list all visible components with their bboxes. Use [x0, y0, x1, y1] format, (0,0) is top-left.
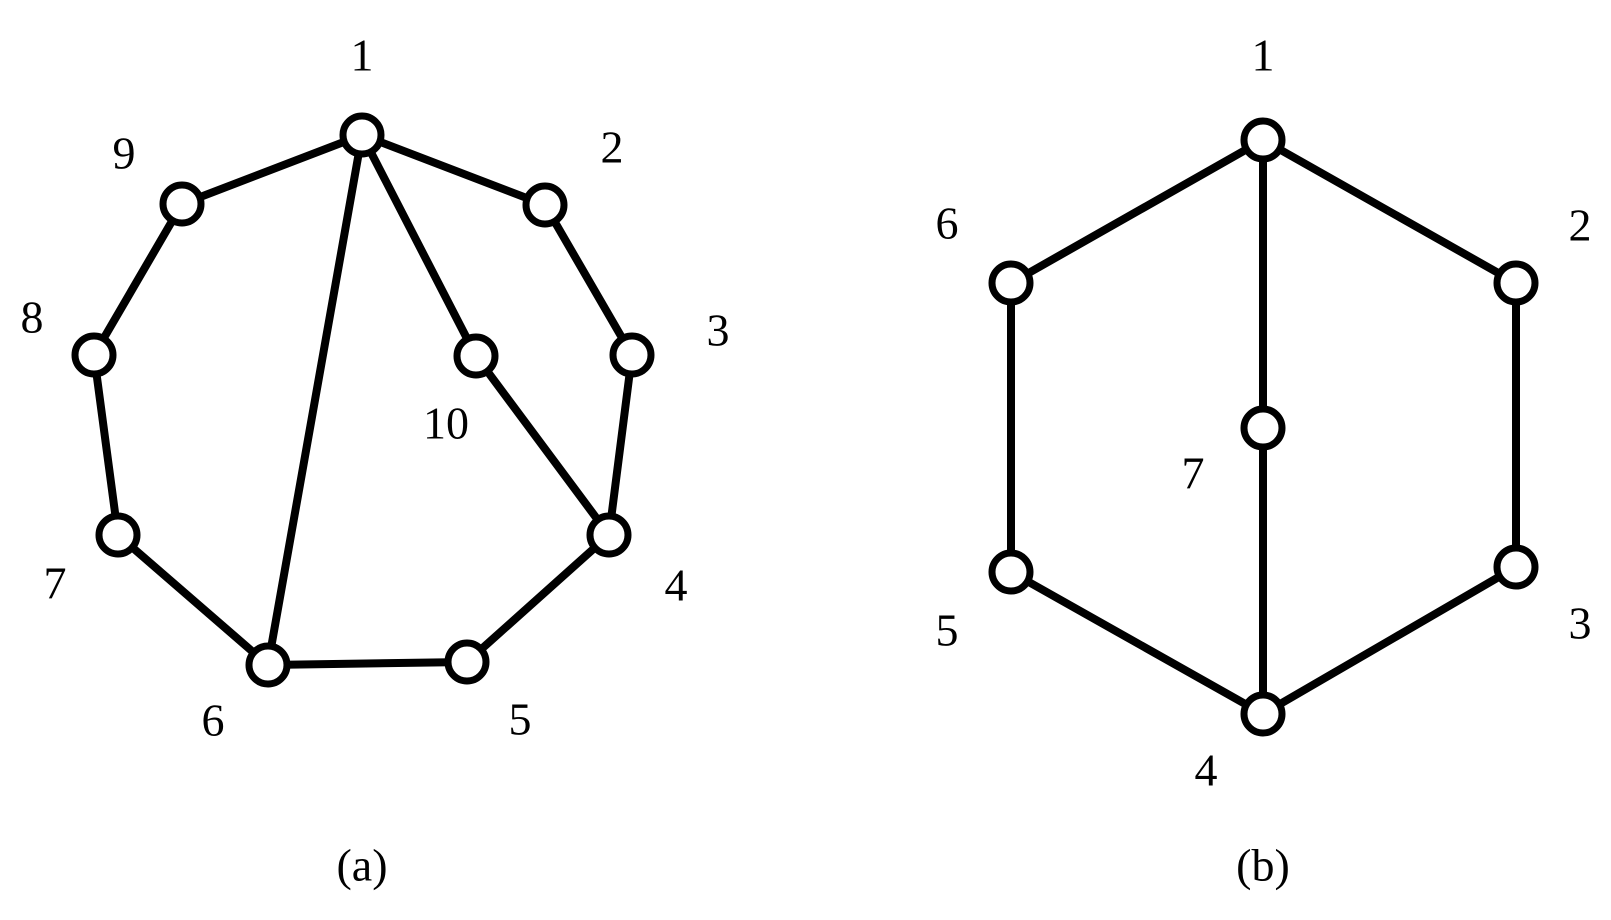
edge-a-5-6: [264, 658, 471, 669]
node-label-a-8: 8: [21, 292, 44, 343]
node-label-a-1: 1: [351, 30, 374, 81]
node-label-a-10: 10: [423, 398, 469, 449]
node-label-a-3: 3: [707, 305, 730, 356]
node-label-a-6: 6: [202, 695, 225, 746]
edge-b-4-5: [1007, 568, 1267, 718]
caption-b: (b): [1236, 840, 1290, 891]
edge-a-4-5: [463, 531, 613, 666]
node-label-b-7: 7: [1182, 448, 1205, 499]
node-a-1: [339, 112, 385, 158]
edge-a-9-1: [178, 131, 366, 208]
node-a-10: [453, 333, 499, 379]
edge-b-6-1: [1007, 136, 1267, 287]
node-label-a-5: 5: [509, 694, 532, 745]
node-b-4: [1240, 691, 1286, 737]
node-label-a-2: 2: [601, 122, 624, 173]
node-a-9: [159, 181, 205, 227]
edge-a-8-9: [90, 200, 186, 359]
node-label-b-2: 2: [1569, 200, 1592, 251]
node-a-7: [95, 512, 141, 558]
graph-b: 1 2 3 4 5 6 7: [936, 30, 1592, 796]
edge-b-1-2: [1259, 136, 1520, 287]
edge-a-7-8: [90, 351, 122, 539]
node-label-b-4: 4: [1195, 745, 1218, 796]
node-label-b-1: 1: [1252, 30, 1275, 81]
node-b-6: [988, 260, 1034, 306]
node-a-3: [609, 332, 655, 378]
node-a-2: [522, 182, 568, 228]
edge-a-1-10: [358, 131, 480, 360]
node-b-7: [1240, 405, 1286, 451]
node-b-1: [1240, 117, 1286, 163]
node-label-b-3: 3: [1569, 598, 1592, 649]
edge-a-10-4: [472, 352, 613, 539]
caption-a: (a): [336, 840, 387, 891]
node-b-3: [1493, 544, 1539, 590]
node-label-a-7: 7: [44, 558, 67, 609]
edge-a-1-6: [264, 131, 366, 669]
node-label-a-9: 9: [113, 128, 136, 179]
edge-b-3-4: [1259, 563, 1520, 718]
node-b-2: [1493, 260, 1539, 306]
node-a-8: [71, 332, 117, 378]
node-b-5: [988, 549, 1034, 595]
edge-a-6-7: [114, 531, 272, 669]
edge-a-3-4: [605, 351, 636, 539]
node-a-6: [245, 642, 291, 688]
edge-a-1-2: [358, 131, 549, 209]
node-a-4: [586, 512, 632, 558]
graph-a: 1 2 3 4 5 6 7 8 9 10: [21, 30, 730, 746]
node-label-b-6: 6: [936, 198, 959, 249]
node-label-b-5: 5: [936, 605, 959, 656]
node-label-a-4: 4: [665, 560, 688, 611]
edge-a-2-3: [541, 201, 636, 359]
node-a-5: [444, 639, 490, 685]
